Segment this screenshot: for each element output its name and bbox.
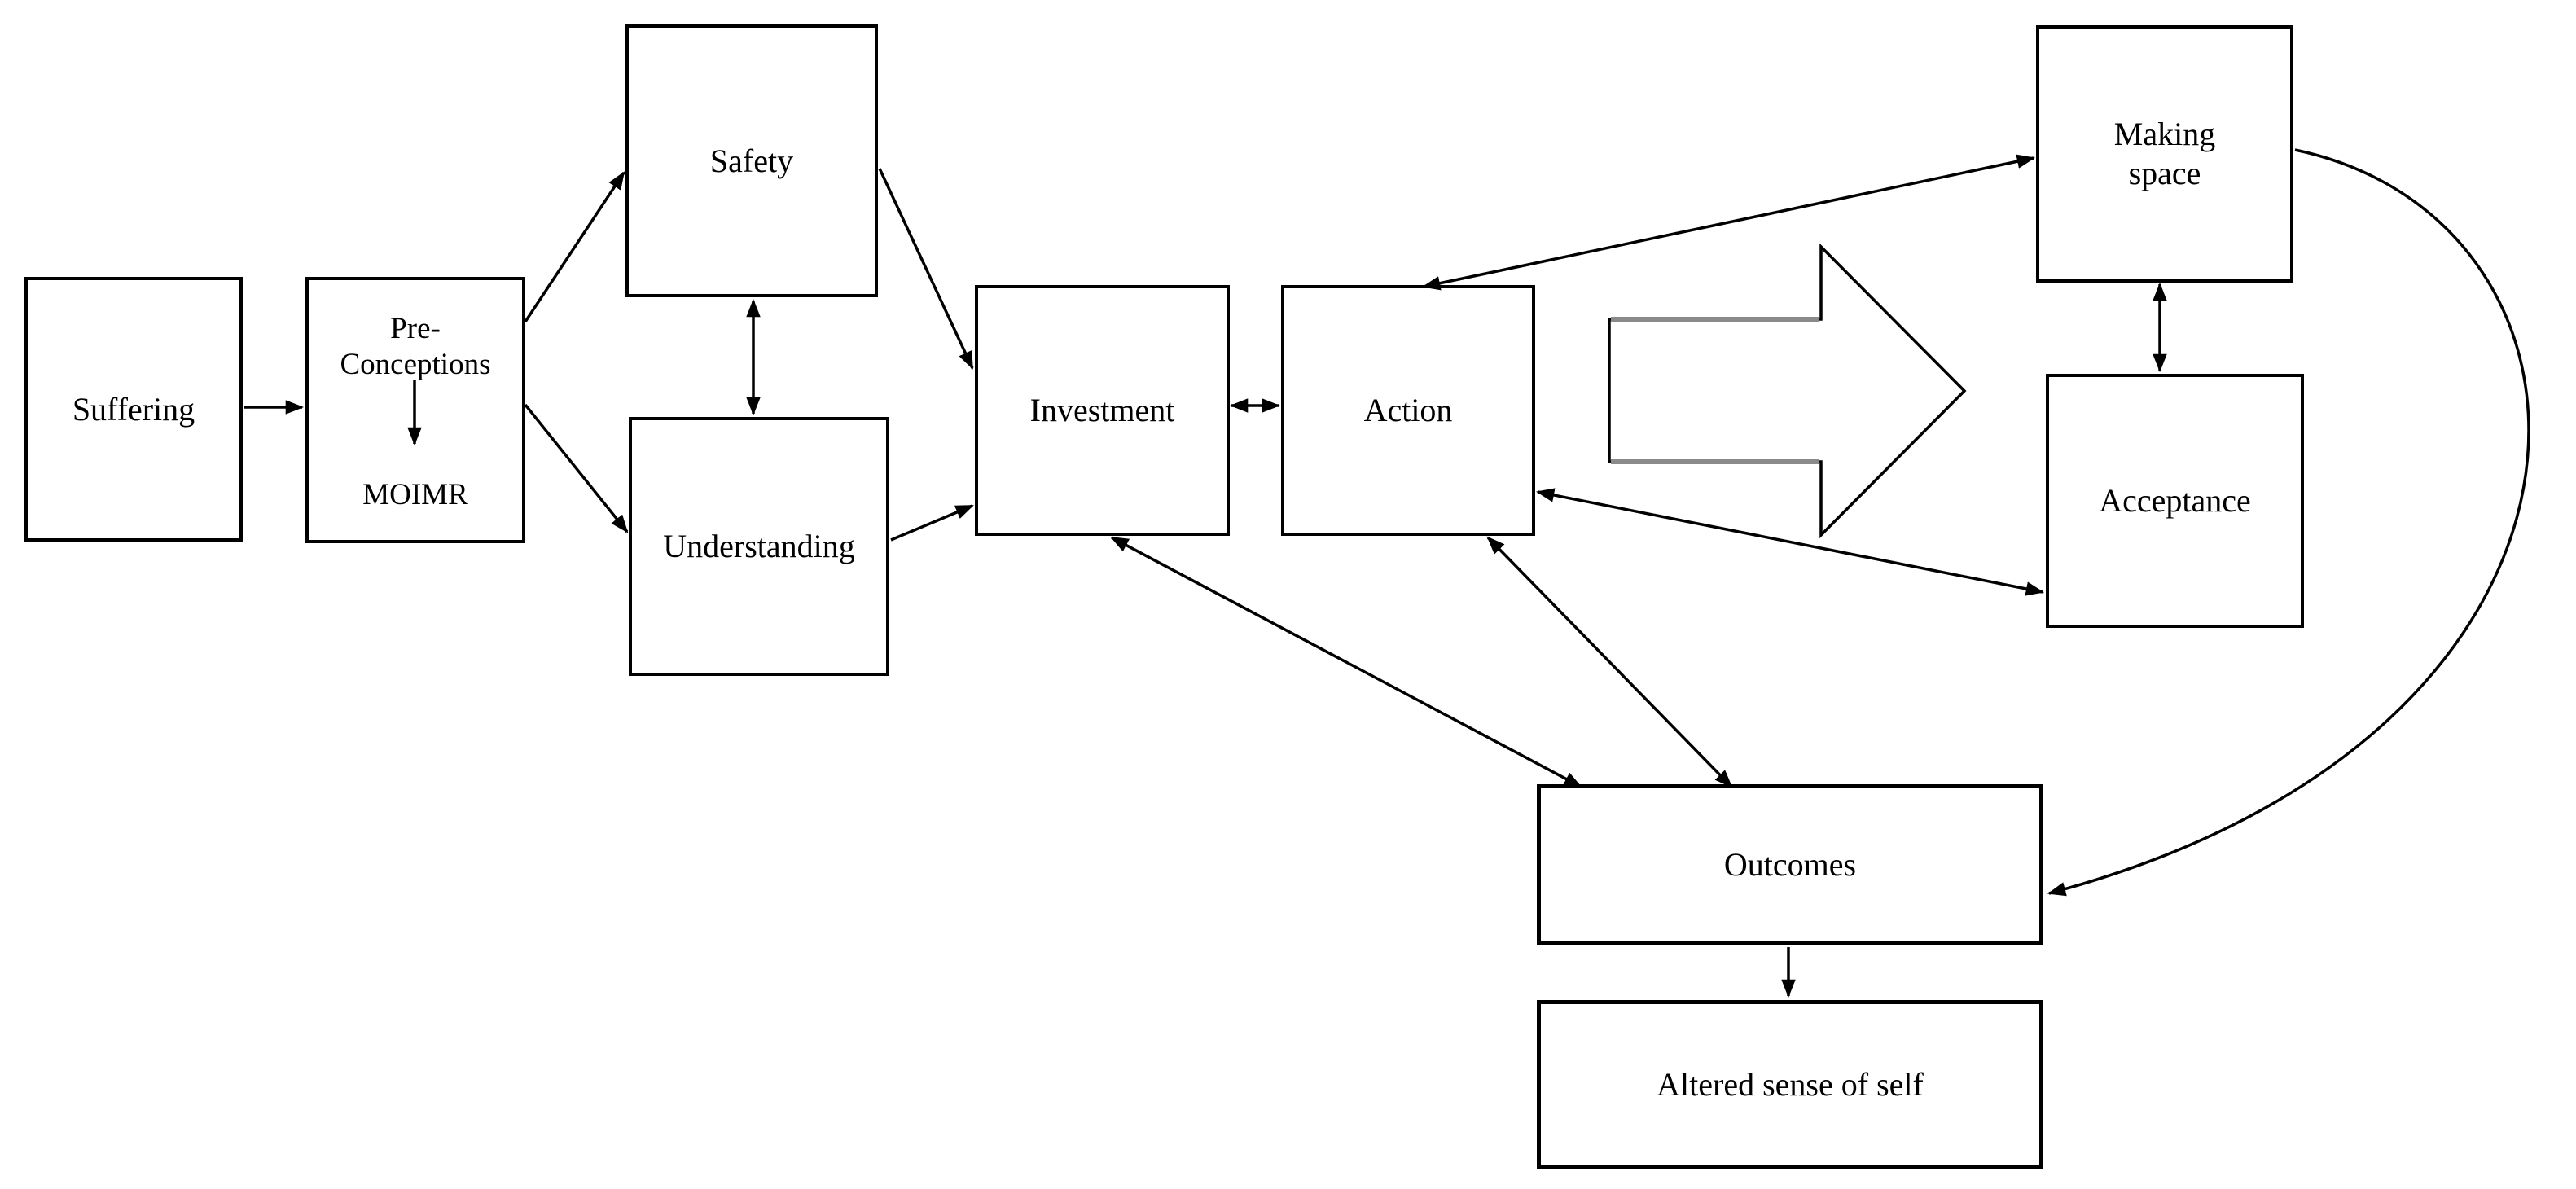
node-suffering-label: Suffering xyxy=(72,390,195,428)
node-investment: Investment xyxy=(975,285,1230,536)
node-making-space-label: Making space xyxy=(2113,116,2216,191)
node-altered-sense-of-self: Altered sense of self xyxy=(1537,1000,2043,1169)
pre-conceptions-label: Pre- Conceptions xyxy=(340,312,491,381)
edge-action-outcomes xyxy=(1486,536,1733,788)
node-safety: Safety xyxy=(625,24,878,297)
node-acceptance: Acceptance xyxy=(2046,374,2304,628)
node-suffering: Suffering xyxy=(24,277,243,542)
edge-pre-conceptions-understanding xyxy=(524,403,629,533)
node-outcomes: Outcomes xyxy=(1537,784,2043,945)
node-understanding: Understanding xyxy=(629,417,889,676)
node-acceptance-label: Acceptance xyxy=(2099,482,2251,519)
node-safety-label: Safety xyxy=(709,142,794,179)
node-action-label: Action xyxy=(1363,392,1453,428)
node-understanding-label: Understanding xyxy=(663,528,855,564)
edge-pre-conceptions-safety xyxy=(524,171,625,322)
edge-understanding-investment xyxy=(890,504,974,542)
node-pre-conceptions: Pre- Conceptions MOIMR xyxy=(305,277,525,543)
edge-investment-outcomes xyxy=(1110,536,1582,788)
node-making-space: Making space xyxy=(2036,25,2293,283)
edge-action-making-space xyxy=(1421,154,2036,291)
taking-time-label: Taking time xyxy=(1665,373,1830,410)
node-outcomes-label: Outcomes xyxy=(1723,845,1857,883)
node-altered-sense-of-self-label: Altered sense of self xyxy=(1657,1065,1924,1103)
moimr-label: MOIMR xyxy=(362,478,468,511)
node-action: Action xyxy=(1281,285,1535,536)
edge-safety-investment xyxy=(878,168,974,370)
node-investment-label: Investment xyxy=(1029,392,1175,428)
edge-action-acceptance xyxy=(1535,488,2045,596)
